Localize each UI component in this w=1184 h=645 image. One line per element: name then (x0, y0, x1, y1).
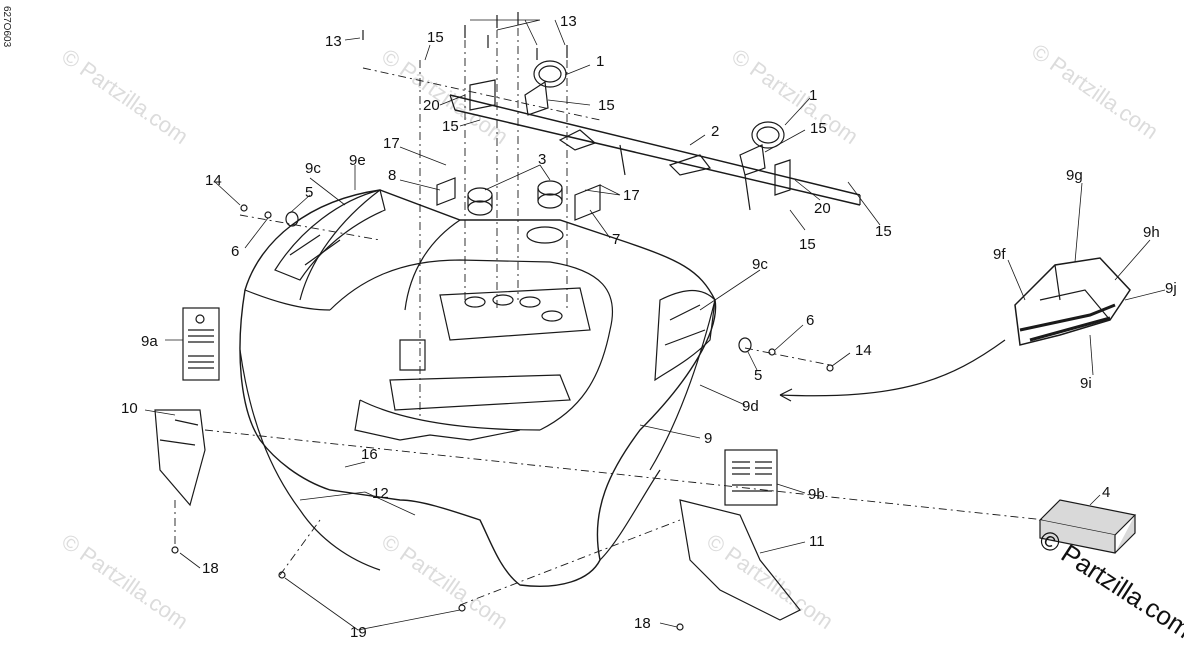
bolts-13 (362, 12, 568, 60)
watermark-layer: © Partzilla.com © Partzilla.com © Partzi… (57, 39, 1163, 635)
callout-1: 1 (596, 53, 604, 70)
callout-15: 15 (442, 118, 459, 135)
callout-19: 19 (350, 624, 367, 641)
callout-13: 13 (325, 33, 342, 50)
hardware-14-5-6-left (240, 204, 299, 227)
document-id: 627O603 (1, 6, 12, 48)
callout-2: 2 (711, 123, 719, 140)
watermark: © Partzilla.com (57, 529, 193, 635)
hardware-14-5-6-right (738, 337, 834, 372)
callout-17: 17 (383, 135, 400, 152)
inner-console (389, 226, 591, 411)
callout-leaders (144, 19, 1166, 631)
side-panel-left (154, 409, 206, 507)
callout-8: 8 (388, 167, 396, 184)
callout-16: 16 (361, 446, 378, 463)
watermark: © Partzilla.com (57, 44, 193, 150)
callout-20: 20 (423, 97, 440, 114)
callout-11: 11 (809, 533, 825, 550)
bracket-left (469, 79, 496, 111)
callout-15: 15 (427, 29, 444, 46)
assembly-lines (174, 28, 1046, 606)
handlebar-pad (1014, 257, 1131, 346)
callout-5: 5 (305, 184, 313, 201)
callout-9h: 9h (1143, 224, 1160, 241)
callout-9: 9 (704, 430, 712, 447)
decal-left (274, 189, 386, 281)
callout-10: 10 (121, 400, 138, 417)
callout-9d: 9d (742, 398, 759, 415)
bracket-7 (574, 184, 601, 221)
callout-18: 18 (634, 615, 651, 632)
callout-14: 14 (205, 172, 222, 189)
callout-4: 4 (1102, 484, 1110, 501)
callout-6: 6 (231, 243, 239, 260)
callout-1: 1 (809, 87, 817, 104)
decal-right (654, 289, 716, 382)
grommets-3 (467, 180, 563, 216)
callout-9c: 9c (752, 256, 768, 273)
callout-18: 18 (202, 560, 219, 577)
callout-14: 14 (855, 342, 872, 359)
crossbar (449, 94, 861, 211)
callout-9i: 9i (1080, 375, 1092, 392)
callout-9a: 9a (141, 333, 158, 350)
callout-9g: 9g (1066, 167, 1083, 184)
watermark: © Partzilla.com (377, 529, 513, 635)
callout-9f: 9f (993, 246, 1006, 263)
watermark: © Partzilla.com (727, 44, 863, 150)
callout-15: 15 (810, 120, 827, 137)
sticker-9a (182, 307, 220, 381)
callout-15: 15 (875, 223, 892, 240)
callout-6: 6 (806, 312, 814, 329)
arrow-head (779, 388, 793, 402)
callout-15: 15 (799, 236, 816, 253)
sticker-9b (724, 449, 778, 506)
callout-9b: 9b (808, 486, 825, 503)
callout-9e: 9e (349, 152, 366, 169)
callout-9j: 9j (1165, 280, 1177, 297)
foam-block-4 (1038, 499, 1137, 554)
callout-15: 15 (598, 97, 615, 114)
bracket-right (774, 159, 791, 196)
hardware-18-19 (171, 546, 684, 631)
bracket-8 (436, 177, 456, 206)
callout-17: 17 (623, 187, 640, 204)
watermark: © Partzilla.com (1027, 39, 1163, 145)
callout-7: 7 (612, 231, 620, 248)
callout-3: 3 (538, 151, 546, 168)
callout-13: 13 (560, 13, 577, 30)
reference-arrow (779, 339, 1006, 397)
callout-labels: 13 13 15 1 20 15 15 1 15 2 17 3 9c 9e 14… (121, 13, 1177, 641)
callout-20: 20 (814, 200, 831, 217)
side-panel-right (679, 499, 801, 621)
callout-9c: 9c (305, 160, 321, 177)
gauge-right (739, 121, 785, 176)
gauge-left (524, 60, 567, 116)
front-body (239, 189, 717, 587)
callout-5: 5 (754, 367, 762, 384)
callout-12: 12 (372, 485, 389, 502)
